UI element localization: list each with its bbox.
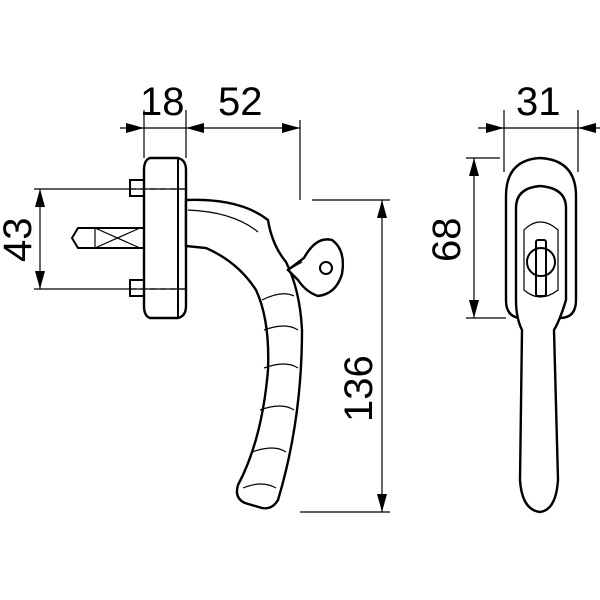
side-view	[34, 156, 345, 510]
dim-31: 31	[516, 80, 561, 124]
key	[286, 238, 345, 298]
dim-136: 136	[337, 355, 381, 422]
front-view	[504, 156, 578, 514]
dim-52: 52	[218, 80, 263, 124]
rose-plate	[142, 156, 188, 320]
handle-lever	[184, 198, 304, 510]
dim-68: 68	[425, 218, 469, 263]
dim-18: 18	[140, 80, 185, 124]
screw-top	[129, 179, 145, 197]
screw-bottom	[129, 279, 145, 297]
dimensions: 18 52 31 43 68 136	[0, 80, 600, 513]
dim-43: 43	[0, 218, 40, 263]
lock-cylinder	[526, 247, 556, 277]
spindle	[70, 227, 144, 249]
